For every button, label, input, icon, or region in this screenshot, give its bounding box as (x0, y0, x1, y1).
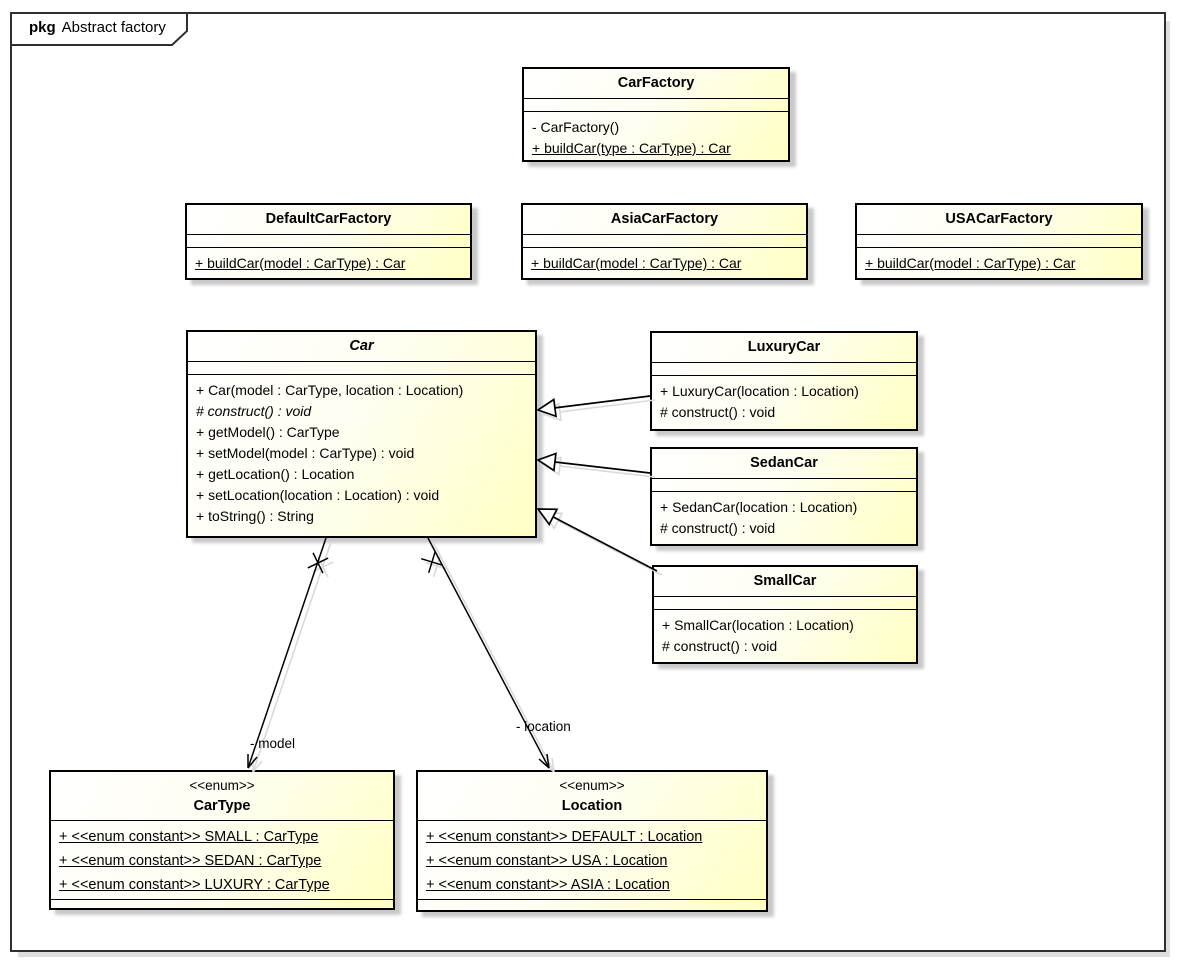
operation: + toString() : String (196, 508, 314, 524)
class-title: Car (188, 332, 535, 362)
operation: - CarFactory() (532, 119, 620, 135)
operations-compartment: + buildCar(model : CarType) : Car (523, 248, 806, 274)
class-sedancar[interactable]: SedanCar + SedanCar(location : Location)… (650, 447, 918, 546)
operation: + buildCar(model : CarType) : Car (865, 255, 1076, 271)
attributes-compartment (857, 235, 1141, 248)
enum-header: <<enum>> CarType (51, 772, 393, 821)
operation: + LuxuryCar(location : Location) (660, 383, 859, 399)
operations-compartment: + buildCar(model : CarType) : Car (187, 248, 470, 274)
enum-name: Location (561, 798, 623, 814)
operation: + SmallCar(location : Location) (662, 617, 854, 633)
class-car[interactable]: Car + Car(model : CarType, location : Lo… (186, 330, 537, 538)
enum-constant: + <<enum constant>> ASIA : Location (426, 877, 670, 893)
operation: + buildCar(model : CarType) : Car (531, 255, 742, 271)
attributes-compartment (523, 235, 806, 248)
attributes-compartment (188, 362, 535, 375)
operations-compartment: + SmallCar(location : Location) # constr… (654, 610, 916, 657)
class-smallcar[interactable]: SmallCar + SmallCar(location : Location)… (652, 565, 918, 664)
package-keyword: pkg (29, 19, 56, 36)
operation: + setModel(model : CarType) : void (196, 445, 415, 461)
class-title: SmallCar (654, 567, 916, 597)
operations-compartment: - CarFactory() + buildCar(type : CarType… (524, 112, 788, 159)
class-title: CarFactory (524, 69, 788, 99)
operations-compartment: + Car(model : CarType, location : Locati… (188, 375, 535, 527)
attributes-compartment (187, 235, 470, 248)
operation: + getModel() : CarType (196, 424, 340, 440)
class-carfactory[interactable]: CarFactory - CarFactory() + buildCar(typ… (522, 67, 790, 162)
enum-name: CarType (193, 798, 251, 814)
class-title: SedanCar (652, 449, 916, 479)
enum-constants-compartment: + <<enum constant>> DEFAULT : Location +… (418, 821, 766, 900)
enum-constant: + <<enum constant>> SMALL : CarType (59, 829, 319, 845)
attributes-compartment (654, 597, 916, 610)
enum-stereotype: <<enum>> (189, 778, 255, 793)
package-tab[interactable] (10, 12, 210, 50)
enum-header: <<enum>> Location (418, 772, 766, 821)
attributes-compartment (652, 363, 916, 376)
operation: + getLocation() : Location (196, 466, 355, 482)
operations-compartment: + SedanCar(location : Location) # constr… (652, 492, 916, 539)
enum-location[interactable]: <<enum>> Location + <<enum constant>> DE… (416, 770, 768, 912)
class-title: LuxuryCar (652, 333, 916, 363)
class-luxurycar[interactable]: LuxuryCar + LuxuryCar(location : Locatio… (650, 331, 918, 431)
operation: # construct() : void (660, 404, 776, 420)
class-title: AsiaCarFactory (523, 205, 806, 235)
enum-constants-compartment: + <<enum constant>> SMALL : CarType + <<… (51, 821, 393, 900)
attributes-compartment (652, 479, 916, 492)
package-tab-text: pkg Abstract factory (29, 19, 166, 37)
operation: # construct() : void (660, 520, 776, 536)
enum-constant: + <<enum constant>> SEDAN : CarType (59, 853, 322, 869)
operations-compartment (418, 900, 766, 912)
class-asiacarfactory[interactable]: AsiaCarFactory + buildCar(model : CarTyp… (521, 203, 808, 280)
package-name: Abstract factory (61, 19, 166, 36)
operation: + setLocation(location : Location) : voi… (196, 487, 440, 503)
operation: + buildCar(model : CarType) : Car (195, 255, 406, 271)
attributes-compartment (524, 99, 788, 112)
operation: + Car(model : CarType, location : Locati… (196, 382, 464, 398)
association-label-location: - location (516, 719, 571, 734)
operation: + buildCar(type : CarType) : Car (532, 140, 731, 156)
operation: # construct() : void (196, 403, 312, 419)
enum-constant: + <<enum constant>> DEFAULT : Location (426, 829, 703, 845)
enum-constant: + <<enum constant>> USA : Location (426, 853, 668, 869)
enum-constant: + <<enum constant>> LUXURY : CarType (59, 877, 330, 893)
class-title: DefaultCarFactory (187, 205, 470, 235)
operations-compartment: + LuxuryCar(location : Location) # const… (652, 376, 916, 423)
class-usacarfactory[interactable]: USACarFactory + buildCar(model : CarType… (855, 203, 1143, 280)
enum-cartype[interactable]: <<enum>> CarType + <<enum constant>> SMA… (49, 770, 395, 910)
operation: # construct() : void (662, 638, 778, 654)
operation: + SedanCar(location : Location) (660, 499, 858, 515)
operations-compartment (51, 900, 393, 912)
class-title: USACarFactory (857, 205, 1141, 235)
class-defaultcarfactory[interactable]: DefaultCarFactory + buildCar(model : Car… (185, 203, 472, 280)
association-label-model: - model (250, 736, 296, 751)
package-frame (10, 12, 1166, 952)
operations-compartment: + buildCar(model : CarType) : Car (857, 248, 1141, 274)
enum-stereotype: <<enum>> (559, 778, 625, 793)
